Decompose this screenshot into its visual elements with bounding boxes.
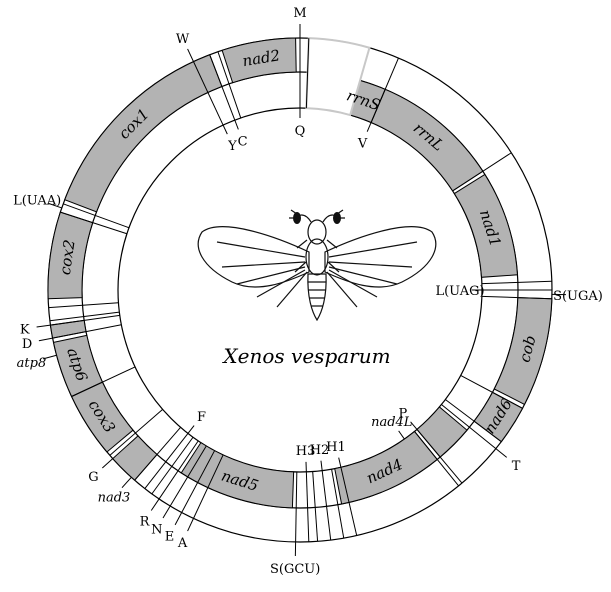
outer-label-10: E	[165, 529, 175, 544]
outer-label-0: M	[293, 6, 306, 21]
outer-label-leader-4	[39, 338, 53, 341]
boundary-tick-33	[482, 281, 552, 283]
species-name: Xenos vesparum	[221, 344, 390, 368]
outer-label-11: A	[177, 536, 188, 551]
inner-label-1: C	[238, 135, 248, 150]
gene-cox1	[65, 55, 222, 212]
outer-label-leader-9	[163, 506, 170, 518]
outer-label-5: atp8	[17, 356, 47, 371]
outer-label-1: W	[176, 32, 190, 47]
outer-label-leader-11	[188, 518, 194, 531]
boundary-tick-7	[49, 303, 119, 308]
outer-label-leader-13	[496, 449, 507, 458]
inner-label-leader-10	[188, 426, 194, 434]
outer-label-leader-8	[151, 499, 159, 511]
inner-label-6: nad4L	[371, 415, 412, 430]
inner-label-0: Q	[295, 124, 306, 139]
outer-label-leader-10	[175, 513, 182, 525]
outer-label-9: N	[151, 522, 162, 537]
inner-label-4: L(UAG)	[435, 284, 484, 299]
boundary-tick-20	[296, 472, 297, 542]
outer-label-4: D	[22, 337, 32, 352]
outer-label-leader-1	[188, 49, 194, 62]
inner-label-leader-6	[399, 431, 405, 439]
boundary-tick-31	[482, 296, 552, 298]
inner-label-leader-3	[367, 122, 371, 131]
inner-label-9: H3	[296, 444, 316, 459]
outer-label-12: S(GCU)	[270, 562, 320, 577]
inner-label-10: F	[197, 410, 206, 425]
boundary-tick-21	[306, 472, 308, 542]
inner-label-2: Y	[227, 139, 237, 154]
ring-circle-2	[118, 108, 482, 472]
outer-label-6: G	[88, 470, 98, 485]
outer-label-7: nad3	[98, 491, 131, 506]
inner-label-leader-8	[321, 461, 322, 471]
inner-label-leader-7	[339, 458, 341, 468]
xenos-insect-illustration	[198, 210, 436, 320]
outer-label-3: K	[20, 323, 30, 338]
outer-label-leader-6	[102, 459, 112, 468]
outer-label-14: S(UGA)	[553, 289, 603, 304]
gene-nad3	[113, 436, 157, 480]
outer-label-13: T	[512, 459, 521, 474]
genome-rings	[37, 24, 566, 556]
inner-label-leader-2	[223, 125, 227, 134]
inner-label-3: V	[357, 137, 368, 152]
outer-label-leader-3	[37, 325, 51, 327]
outer-label-8: R	[140, 514, 151, 529]
outer-label-2: L(UAA)	[13, 193, 61, 208]
boundary-tick-23	[322, 471, 331, 540]
outer-label-leader-7	[122, 477, 131, 487]
boundary-tick-22	[313, 472, 318, 542]
inner-label-leader-1	[235, 120, 239, 129]
